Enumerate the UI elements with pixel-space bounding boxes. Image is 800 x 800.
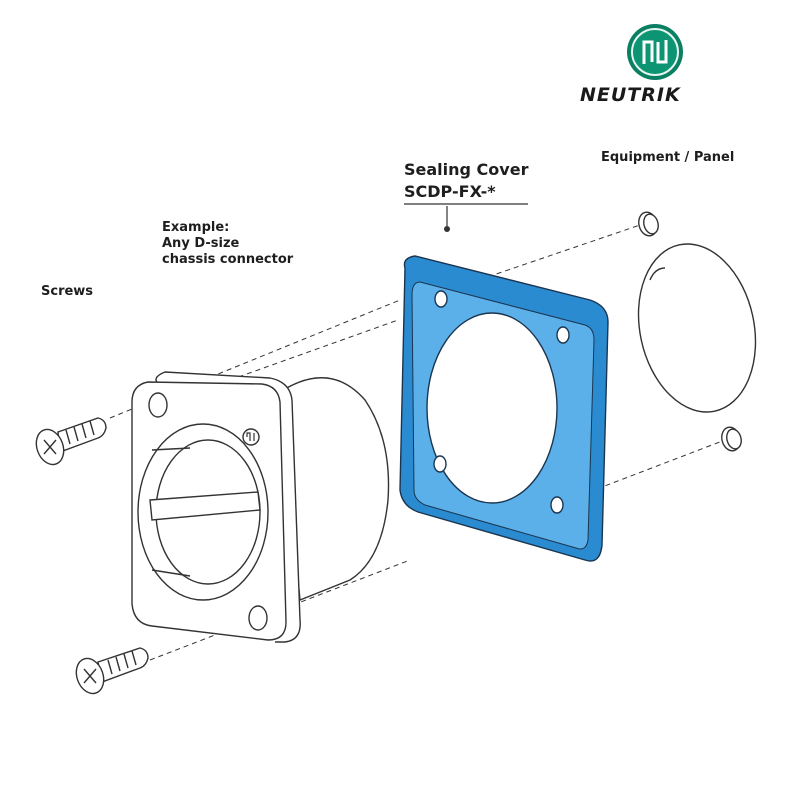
brand-name: NEUTRIK [580,84,681,106]
label-sealing-cover-line: SCDP-FX-* [404,182,496,201]
sealing-cover [399,255,609,562]
label-sealing-cover: Sealing Cover SCDP-FX-* [404,159,528,203]
label-screws: Screws [41,284,94,299]
label-example-line: chassis connector [162,252,294,267]
label-equipment-panel: Equipment / Panel [601,150,735,165]
label-example-line: Example: [162,220,230,235]
label-example-line: Any D-size [162,236,240,251]
screw-bottom [75,647,149,695]
screw-top [35,417,107,466]
sealing-cover-leader-dot [444,226,450,232]
neutrik-logo-icon [627,24,683,80]
label-example: Example: Any D-size chassis connector [162,220,293,268]
chassis-connector [131,371,390,643]
label-sealing-cover-line: Sealing Cover [404,160,529,179]
equipment-panel [637,211,757,452]
